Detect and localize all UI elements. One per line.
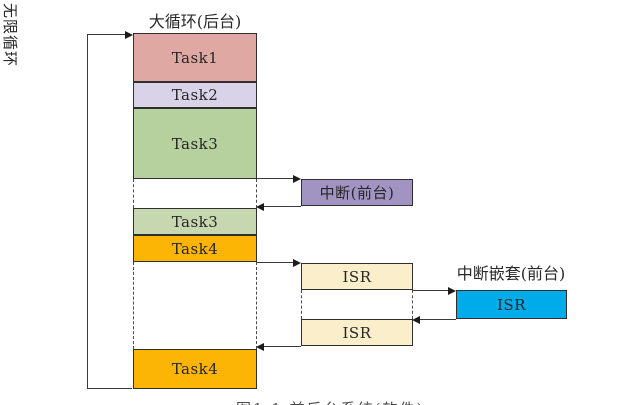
arrowhead-to-isr-icon: [293, 259, 301, 267]
task3-resumed-label: Task3: [171, 212, 219, 231]
arrow-return-from-interrupt: [264, 206, 301, 207]
dashed-guide: [256, 262, 257, 349]
arrowhead-to-nested-isr-icon: [448, 287, 456, 295]
figure-caption-clipped: 图1.1 前后台系统(软件): [236, 398, 476, 405]
interrupt-foreground-box: 中断(前台): [301, 179, 413, 206]
task1-label: Task1: [171, 48, 219, 67]
isr1-label: ISR: [342, 267, 372, 286]
loop-line-bottom: [87, 388, 132, 389]
dashed-guide: [301, 290, 302, 319]
arrow-return-from-nested-isr: [420, 319, 456, 320]
loop-line-top: [87, 34, 126, 35]
arrowhead-return-from-nested-isr-icon: [412, 316, 420, 324]
infinite-loop-label: 无限循环: [0, 0, 20, 70]
nested-interrupt-label: 中断嵌套(前台): [456, 264, 566, 283]
arrow-return-to-background: [264, 346, 301, 347]
dashed-guide: [133, 262, 134, 349]
task3-resumed-box: Task3: [133, 208, 257, 235]
isr-box-2: ISR: [301, 319, 413, 346]
arrow-to-interrupt: [257, 178, 295, 179]
loop-line-vertical: [87, 34, 88, 389]
task3-box: Task3: [133, 108, 257, 179]
task1-box: Task1: [133, 33, 257, 82]
arrowhead-to-interrupt-icon: [293, 175, 301, 183]
dashed-guide: [133, 179, 134, 208]
isr2-label: ISR: [342, 323, 372, 342]
arrow-to-nested-isr: [413, 290, 450, 291]
arrowhead-return-from-interrupt-icon: [256, 203, 264, 211]
task4-label: Task4: [171, 239, 219, 258]
task4-resumed-box: Task4: [133, 349, 257, 389]
task3-label: Task3: [171, 134, 219, 153]
task2-box: Task2: [133, 82, 257, 108]
nested-isr-box: ISR: [456, 290, 567, 319]
nested-isr-label: ISR: [497, 295, 526, 314]
isr-box-1: ISR: [301, 263, 413, 290]
arrowhead-into-task1-icon: [125, 31, 133, 39]
background-loop-title: 大循环(后台): [148, 12, 242, 31]
dashed-guide: [412, 290, 413, 319]
task4-box: Task4: [133, 235, 257, 262]
arrow-to-isr: [257, 262, 295, 263]
interrupt-foreground-label: 中断(前台): [319, 184, 395, 202]
task4-resumed-label: Task4: [171, 360, 219, 378]
task2-label: Task2: [171, 86, 219, 104]
dashed-guide: [256, 179, 257, 208]
arrowhead-return-to-background-icon: [256, 343, 264, 351]
